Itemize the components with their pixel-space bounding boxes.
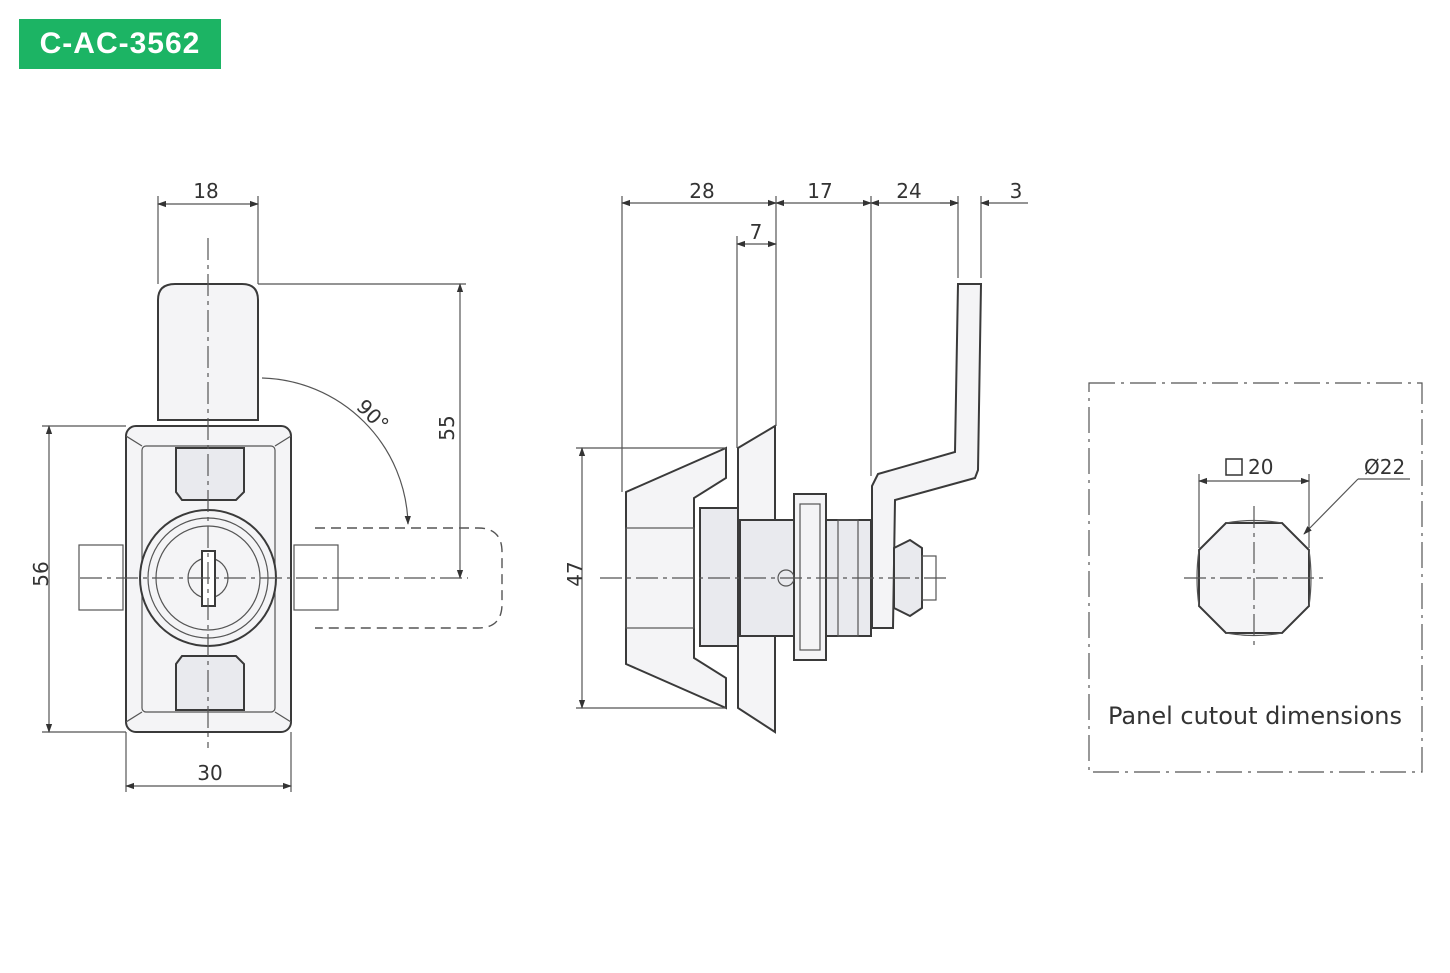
dim-left-height: 56 bbox=[29, 561, 53, 586]
mounting-nut bbox=[793, 493, 827, 661]
cutout-frame bbox=[1088, 382, 1423, 773]
angle-label: 90° bbox=[352, 394, 394, 436]
dim-bottom-width: 30 bbox=[197, 761, 222, 785]
dim-28: 28 bbox=[689, 179, 714, 203]
dim-47: 47 bbox=[563, 561, 587, 586]
cutout-caption: Panel cutout dimensions bbox=[1108, 702, 1402, 730]
dim-24: 24 bbox=[896, 179, 921, 203]
square-symbol-icon bbox=[1225, 458, 1243, 476]
dim-17: 17 bbox=[807, 179, 832, 203]
side-view: 28 17 24 3 7 47 bbox=[563, 179, 1028, 734]
front-view: 90° 18 30 56 55 bbox=[29, 179, 503, 792]
dim-arm-reach: 55 bbox=[435, 415, 459, 440]
dim-3: 3 bbox=[1010, 179, 1023, 203]
dim-top-width: 18 bbox=[193, 179, 218, 203]
part-number-badge: C-AC-3562 bbox=[19, 19, 221, 69]
dim-square: 20 bbox=[1248, 455, 1273, 479]
panel-cutout-view: 20 Ø22 Panel cutout dimensions bbox=[1088, 382, 1423, 773]
dim-7: 7 bbox=[750, 220, 763, 244]
dim-diameter: Ø22 bbox=[1364, 455, 1405, 479]
cam-arm bbox=[871, 283, 983, 629]
